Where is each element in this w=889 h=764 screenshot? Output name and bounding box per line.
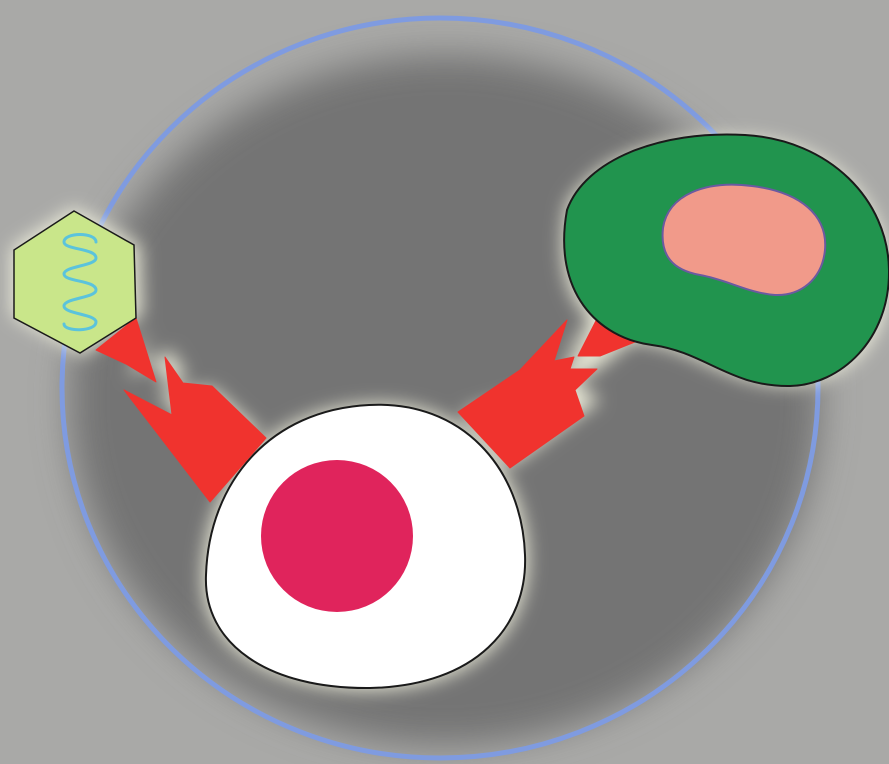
central-cell-nucleus — [261, 460, 413, 612]
